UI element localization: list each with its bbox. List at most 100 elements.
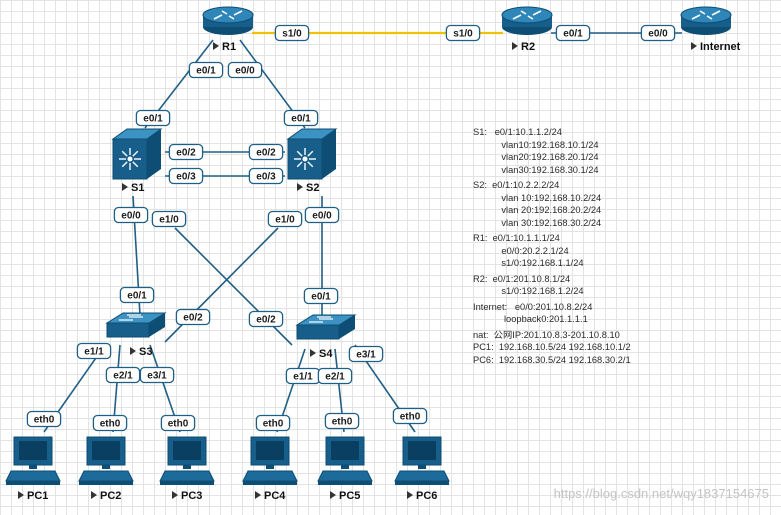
port-label: e0/1 <box>555 24 591 42</box>
device-name: PC6 <box>416 490 437 502</box>
pc-icon <box>5 436 61 485</box>
pc-icon <box>78 436 134 485</box>
port-label-text: e2/1 <box>325 372 345 383</box>
port-label: e0/1 <box>283 109 319 127</box>
triangle-marker-icon <box>122 183 128 191</box>
note-line: s1/0:192.168.1.2/24 <box>473 286 584 296</box>
device-name: R2 <box>521 41 535 53</box>
device-r2[interactable]: R2 <box>501 6 553 53</box>
port-label-text: eth0 <box>332 417 353 428</box>
triangle-marker-icon <box>330 491 336 499</box>
note-line: R2: e0/1:201.10.8.1/24 <box>473 273 571 284</box>
port-label: e0/1 <box>303 287 339 305</box>
port-labels-layer: s1/0 s1/0 e0/1 e0/0 e0/1 e0/1 e0/0 e0/1 e0/2 e0/2… <box>26 24 676 432</box>
device-r1[interactable]: R1 <box>202 6 254 53</box>
port-label: e0/0 <box>304 206 340 224</box>
pc-icon <box>394 436 450 485</box>
device-name: S2 <box>306 182 319 194</box>
port-label-text: e1/1 <box>84 347 104 358</box>
port-label: e0/3 <box>168 167 204 185</box>
device-pc6[interactable]: PC6 <box>394 436 450 502</box>
port-label: e3/1 <box>139 366 175 384</box>
port-label: s1/0 <box>445 24 481 42</box>
port-label-text: e0/2 <box>176 148 196 159</box>
device-s2[interactable]: S2 <box>286 128 338 194</box>
port-label: eth0 <box>92 414 128 432</box>
triangle-marker-icon <box>213 42 219 50</box>
port-label: e0/0 <box>640 24 676 42</box>
port-label-text: e0/3 <box>256 172 276 183</box>
port-label-text: eth0 <box>263 419 284 430</box>
port-label: e0/1 <box>135 109 171 127</box>
port-label: e0/2 <box>248 143 284 161</box>
port-label-text: e0/2 <box>256 315 276 326</box>
port-label-text: e2/1 <box>113 371 133 382</box>
device-pc2[interactable]: PC2 <box>78 436 134 502</box>
port-label-text: e3/1 <box>356 350 376 361</box>
port-label-text: e0/0 <box>312 211 332 222</box>
port-label-text: e0/3 <box>176 172 196 183</box>
triangle-marker-icon <box>407 491 413 499</box>
device-name: PC1 <box>27 490 48 502</box>
port-label-text: eth0 <box>34 415 55 426</box>
note-line: loopback0:201.1.1.1 <box>473 314 588 324</box>
device-name: S1 <box>131 182 144 194</box>
port-label-text: e0/1 <box>563 29 583 40</box>
port-label-text: e0/1 <box>196 66 216 77</box>
note-line: vlan 20:192.168.20.2/24 <box>473 205 602 215</box>
port-label-text: e1/1 <box>293 372 313 383</box>
port-label: e0/1 <box>119 286 155 304</box>
note-line: vlan10:192.168.10.1/24 <box>473 139 599 150</box>
switch-icon <box>105 312 167 338</box>
port-label-text: e0/0 <box>121 211 141 222</box>
note-line: R1: e0/1:10.1.1.1/24 <box>473 233 560 243</box>
triangle-marker-icon <box>18 491 24 499</box>
port-label: eth0 <box>324 412 360 430</box>
device-internet[interactable]: Internet <box>680 6 741 53</box>
device-pc1[interactable]: PC1 <box>5 436 61 502</box>
port-label: e2/1 <box>317 367 353 385</box>
device-s1[interactable]: S1 <box>111 128 163 194</box>
port-label: e0/3 <box>248 167 284 185</box>
note-line: vlan20:192.168.20.1/24 <box>473 152 599 162</box>
device-name: S4 <box>319 348 333 360</box>
port-label-text: eth0 <box>400 412 421 423</box>
router-icon <box>680 6 732 35</box>
port-label: eth0 <box>255 414 291 432</box>
pc-icon <box>317 436 373 485</box>
watermark: https://blog.csdn.net/wqy1837154675 <box>553 486 769 501</box>
port-label: e0/0 <box>227 61 263 79</box>
device-name: PC2 <box>100 490 121 502</box>
port-label-text: e0/0 <box>648 29 668 40</box>
port-label: eth0 <box>392 407 428 425</box>
port-label-text: e0/0 <box>235 66 255 77</box>
port-label: e3/1 <box>348 345 384 363</box>
device-pc4[interactable]: PC4 <box>242 436 298 502</box>
port-label-text: e1/0 <box>275 215 295 226</box>
port-label-text: e0/1 <box>127 291 147 302</box>
port-label: e0/1 <box>188 61 224 79</box>
router-icon <box>501 6 553 35</box>
note-line: S2: e0/1:10.2.2.2/24 <box>473 180 560 190</box>
ip-address-notes: S1: e0/1:10.1.1.2/24 vlan10:192.168.10.1… <box>473 126 631 366</box>
port-label: e0/2 <box>175 308 211 326</box>
device-s4[interactable]: S4 <box>295 314 357 360</box>
pc-icon <box>242 436 298 485</box>
device-name: Internet <box>700 41 741 53</box>
note-line: PC1: 192.168.10.5/24 192.168.10.1/2 <box>473 342 631 352</box>
port-label: e1/1 <box>285 367 321 385</box>
triangle-marker-icon <box>255 491 261 499</box>
device-name: R1 <box>222 41 236 53</box>
device-pc3[interactable]: PC3 <box>159 436 215 502</box>
device-pc5[interactable]: PC5 <box>317 436 373 502</box>
port-label-text: e0/1 <box>291 114 311 125</box>
device-name: S3 <box>139 346 152 358</box>
triangle-marker-icon <box>297 183 303 191</box>
device-s3[interactable]: S3 <box>105 312 167 358</box>
triangle-marker-icon <box>691 42 697 50</box>
port-label: s1/0 <box>274 24 310 42</box>
l3-switch-icon <box>111 128 163 180</box>
note-line: e0/0:20.2.2.1/24 <box>473 245 569 256</box>
